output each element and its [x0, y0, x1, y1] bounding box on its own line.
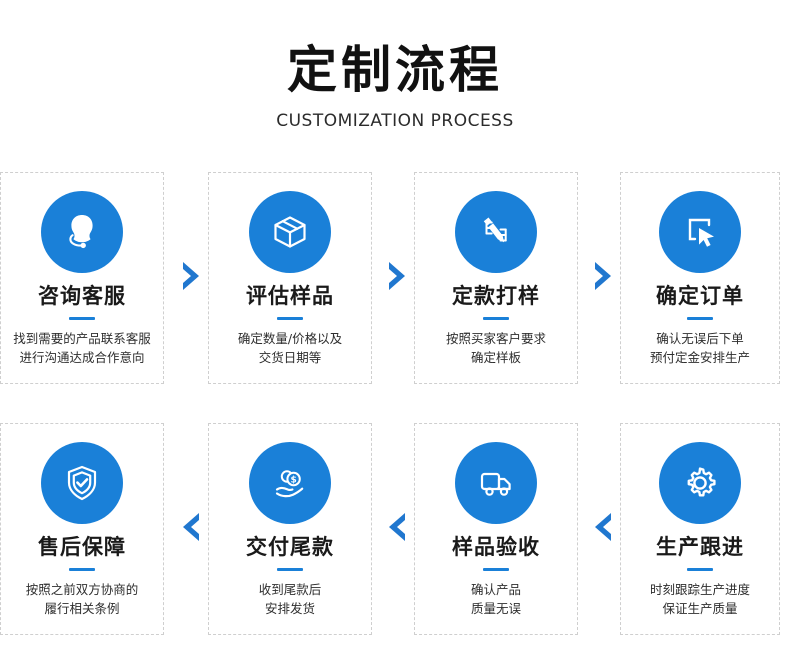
chevron-right-icon [590, 260, 616, 292]
page-title: 定制流程 [287, 41, 503, 99]
step-title: 售后保障 [38, 535, 126, 559]
step-description: 找到需要的产品联系客服 进行沟通达成合作意向 [7, 329, 157, 368]
page-subtitle: CUSTOMIZATION PROCESS [276, 110, 514, 131]
step-description: 确认无误后下单 预付定金安排生产 [644, 329, 756, 368]
chevron-right-icon [384, 260, 410, 292]
step-title: 确定订单 [656, 284, 744, 308]
gear-icon [659, 442, 741, 524]
step-description-line: 履行相关条例 [44, 601, 120, 617]
step-description-line: 时刻跟踪生产进度 [649, 582, 750, 598]
process-step-card-4[interactable]: 确定订单 确认无误后下单 预付定金安排生产 [620, 172, 780, 384]
process-step-card-6[interactable]: $ 交付尾款 收到尾款后 安排发货 [208, 423, 372, 635]
step-description-line: 确定数量/价格以及 [237, 331, 343, 347]
svg-text:$: $ [290, 476, 296, 486]
step-description-line: 保证生产质量 [662, 601, 738, 617]
step-description-line: 进行沟通达成合作意向 [19, 350, 145, 366]
process-step-card-2[interactable]: 评估样品 确定数量/价格以及 交货日期等 [208, 172, 372, 384]
step-description: 确认产品 质量无误 [465, 580, 527, 619]
process-step-card-7[interactable]: 样品验收 确认产品 质量无误 [414, 423, 578, 635]
title-divider [277, 568, 303, 572]
process-flow: 咨询客服 找到需要的产品联系客服 进行沟通达成合作意向 [0, 172, 790, 637]
step-description-line: 确认产品 [470, 582, 521, 598]
chevron-left-icon [384, 511, 410, 543]
cursor-click-icon [659, 191, 741, 273]
process-step-card-8[interactable]: 生产跟进 时刻跟踪生产进度 保证生产质量 [620, 423, 780, 635]
step-title: 咨询客服 [38, 284, 126, 308]
process-row-2: 售后保障 按照之前双方协商的 履行相关条例 $ [0, 423, 790, 637]
step-title: 定款打样 [452, 284, 540, 308]
page-header: 定制流程 CUSTOMIZATION PROCESS [0, 0, 790, 131]
delivery-truck-icon [455, 442, 537, 524]
process-row-1: 咨询客服 找到需要的产品联系客服 进行沟通达成合作意向 [0, 172, 790, 386]
step-description: 按照买家客户要求 确定样板 [440, 329, 552, 368]
title-divider [69, 568, 95, 572]
shield-check-icon [41, 442, 123, 524]
chevron-left-icon [178, 511, 204, 543]
chevron-left-icon [590, 511, 616, 543]
step-title: 交付尾款 [246, 535, 334, 559]
package-box-icon [249, 191, 331, 273]
step-description: 按照之前双方协商的 履行相关条例 [20, 580, 145, 619]
customer-service-headset-icon [41, 191, 123, 273]
step-title: 生产跟进 [656, 535, 744, 559]
step-description-line: 找到需要的产品联系客服 [13, 331, 151, 347]
step-description-line: 安排发货 [264, 601, 315, 617]
process-step-card-5[interactable]: 售后保障 按照之前双方协商的 履行相关条例 [0, 423, 164, 635]
step-description-line: 确认无误后下单 [656, 331, 744, 347]
hand-coins-icon: $ [249, 442, 331, 524]
step-description-line: 收到尾款后 [258, 582, 322, 598]
title-divider [483, 317, 509, 321]
process-step-card-3[interactable]: 定款打样 按照买家客户要求 确定样板 [414, 172, 578, 384]
step-description-line: 交货日期等 [258, 350, 322, 366]
step-title: 评估样品 [246, 284, 334, 308]
chevron-right-icon [178, 260, 204, 292]
title-divider [483, 568, 509, 572]
step-title: 样品验收 [452, 535, 540, 559]
step-description-line: 按照之前双方协商的 [25, 582, 139, 598]
step-description: 时刻跟踪生产进度 保证生产质量 [644, 580, 756, 619]
title-divider [277, 317, 303, 321]
step-description-line: 预付定金安排生产 [649, 350, 750, 366]
step-description: 确定数量/价格以及 交货日期等 [232, 329, 348, 368]
step-description-line: 质量无误 [470, 601, 521, 617]
process-step-card-1[interactable]: 咨询客服 找到需要的产品联系客服 进行沟通达成合作意向 [0, 172, 164, 384]
step-description-line: 按照买家客户要求 [445, 331, 546, 347]
step-description-line: 确定样板 [470, 350, 521, 366]
title-divider [687, 568, 713, 572]
step-description: 收到尾款后 安排发货 [253, 580, 328, 619]
pencil-design-icon [455, 191, 537, 273]
title-divider [69, 317, 95, 321]
title-divider [687, 317, 713, 321]
